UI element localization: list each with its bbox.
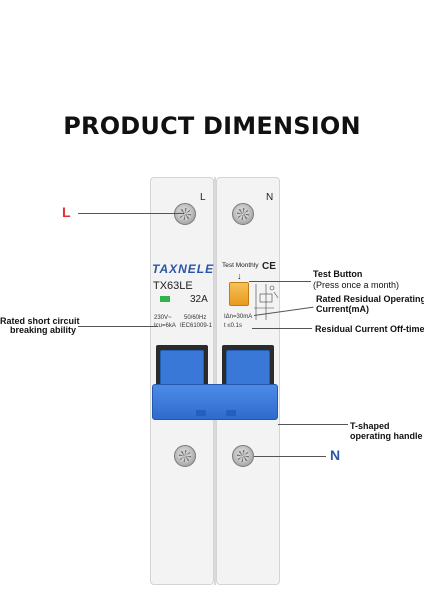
page-title: PRODUCT DIMENSION — [63, 112, 361, 140]
pole-seam — [214, 177, 216, 585]
handle-notch-left — [196, 410, 206, 416]
line-letter: L — [62, 204, 71, 220]
rated-short-label-1: Rated short circuit — [0, 316, 80, 326]
screw-icon — [174, 203, 196, 225]
leader-line-off-time — [252, 328, 312, 329]
model-number: TX63LE — [153, 280, 193, 292]
voltage-spec: 230V~ — [154, 315, 172, 321]
test-button[interactable] — [229, 282, 249, 306]
arrow-down-icon: ↓ — [237, 271, 242, 281]
test-monthly-label: Test Monthly — [222, 262, 259, 269]
leader-line-handle — [278, 424, 348, 425]
ce-mark: CE — [262, 261, 276, 272]
leader-line-short — [78, 326, 158, 327]
circuit-schematic-icon — [254, 284, 279, 320]
screw-icon — [232, 445, 254, 467]
handle-label-1: T-shaped — [350, 421, 390, 431]
leader-line-l — [78, 213, 184, 214]
current-rating: 32A — [190, 294, 208, 305]
residual-off-time-label: Residual Current Off-time — [315, 324, 424, 334]
rated-residual-label-2: Current(mA) — [316, 304, 369, 314]
t-shaped-handle[interactable] — [152, 384, 278, 420]
test-button-subtitle: (Press once a month) — [313, 280, 400, 290]
terminal-label-n: N — [266, 192, 274, 203]
leader-line-test — [249, 281, 311, 282]
handle-label-2: operating handle — [350, 431, 423, 441]
brand-logo: TAXNELE — [152, 262, 215, 276]
residual-current-spec: IΔn=30mA — [224, 314, 253, 320]
standard-spec: IEC61009-1 — [180, 323, 213, 329]
breaking-spec: Icu=6kA — [154, 323, 176, 329]
neutral-letter: N — [330, 447, 341, 463]
frequency-spec: 50/60Hz — [184, 315, 207, 321]
leader-line-n — [254, 456, 326, 457]
rated-residual-label-1: Rated Residual Operating — [316, 294, 424, 304]
screw-icon — [174, 445, 196, 467]
rated-short-label-2: breaking ability — [9, 325, 76, 335]
off-time-spec: t ≤0.1s — [224, 323, 242, 329]
test-button-title: Test Button — [313, 269, 363, 279]
status-indicator — [160, 296, 170, 302]
screw-icon — [232, 203, 254, 225]
handle-notch-right — [226, 410, 236, 416]
terminal-label-l: L — [200, 192, 206, 203]
